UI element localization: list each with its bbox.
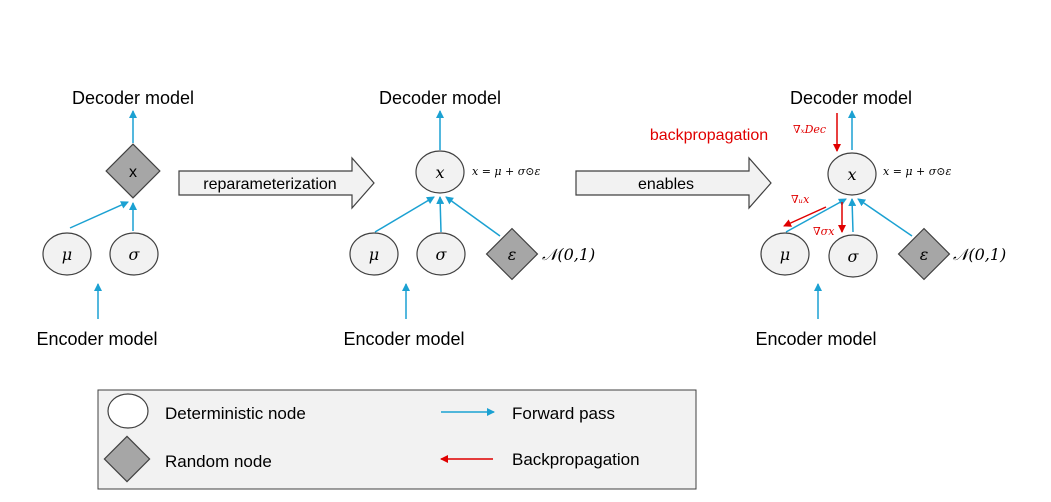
legend-forward-label: Forward pass bbox=[512, 404, 615, 423]
legend: Deterministic node Random node Forward p… bbox=[97, 389, 697, 490]
right-encoder-label: Encoder model bbox=[755, 329, 876, 349]
right-node-mu bbox=[760, 232, 810, 276]
right-arrow-sigma-to-x bbox=[848, 198, 857, 233]
right-node-eps-label: ε bbox=[920, 245, 929, 264]
middle-node-mu-label: μ bbox=[369, 245, 379, 264]
right-node-x bbox=[827, 152, 877, 196]
left-node-mu bbox=[42, 232, 92, 276]
middle-arrow-sigma-to-x bbox=[436, 196, 445, 233]
right-equation: x = μ + σ⊙ε bbox=[883, 165, 951, 178]
left-decoder-label: Decoder model bbox=[72, 88, 194, 108]
panel-left: Decoder model x μ σ Encoder model bbox=[36, 88, 194, 349]
middle-decoder-label: Decoder model bbox=[379, 88, 501, 108]
left-node-mu-label: μ bbox=[62, 245, 72, 264]
block-arrow-reparameterization: reparameterization bbox=[178, 156, 375, 210]
right-grad-mu-label: ∇ᵤx bbox=[791, 193, 810, 206]
left-node-sigma-label: σ bbox=[129, 245, 141, 264]
middle-node-sigma-label: σ bbox=[436, 245, 448, 264]
right-node-mu-label: μ bbox=[780, 245, 790, 264]
right-node-sigma-label: σ bbox=[848, 247, 860, 266]
right-arrow-eps-to-x bbox=[857, 198, 913, 237]
block-arrow-enables: enables bbox=[575, 156, 772, 210]
legend-random-node-icon bbox=[103, 435, 151, 483]
legend-box bbox=[97, 389, 697, 490]
right-decoder-label: Decoder model bbox=[790, 88, 912, 108]
right-backprop-label: backpropagation bbox=[650, 127, 768, 144]
legend-backprop-label: Backpropagation bbox=[512, 450, 640, 469]
legend-random-label: Random node bbox=[165, 452, 272, 471]
middle-arrow-mu-to-x bbox=[374, 196, 435, 233]
panel-right: Decoder model backpropagation ∇ₓDec x x … bbox=[650, 88, 1006, 349]
left-node-x-label: x bbox=[129, 164, 137, 181]
middle-node-mu bbox=[349, 232, 399, 276]
left-encoder-label: Encoder model bbox=[36, 329, 157, 349]
panel-middle: Decoder model x x = μ + σ⊙ε μ σ ε 𝒩(0,1)… bbox=[343, 88, 595, 349]
right-grad-sigma-label: ∇σx bbox=[813, 225, 835, 238]
middle-node-x bbox=[415, 150, 465, 194]
enables-label: enables bbox=[638, 176, 694, 193]
reparameterization-label: reparameterization bbox=[203, 176, 336, 193]
left-arrow-mu-to-x bbox=[69, 201, 129, 229]
right-backprop-arrow-mu bbox=[783, 206, 827, 227]
right-node-sigma bbox=[828, 234, 878, 278]
right-node-x-label: x bbox=[847, 165, 856, 184]
middle-equation: x = μ + σ⊙ε bbox=[472, 165, 540, 178]
right-random-node-eps bbox=[897, 227, 951, 281]
middle-random-node-eps bbox=[485, 227, 539, 281]
left-node-sigma bbox=[109, 232, 159, 276]
middle-encoder-label: Encoder model bbox=[343, 329, 464, 349]
middle-distribution: 𝒩(0,1) bbox=[542, 245, 595, 264]
middle-node-eps-label: ε bbox=[508, 245, 517, 264]
middle-node-x-label: x bbox=[435, 163, 444, 182]
middle-arrow-eps-to-x bbox=[445, 196, 501, 237]
right-arrow-mu-to-x bbox=[785, 198, 847, 233]
right-distribution: 𝒩(0,1) bbox=[953, 245, 1006, 264]
legend-deterministic-label: Deterministic node bbox=[165, 404, 306, 423]
right-grad-dec-label: ∇ₓDec bbox=[793, 123, 826, 136]
legend-deterministic-node-icon bbox=[107, 393, 149, 429]
middle-node-sigma bbox=[416, 232, 466, 276]
left-random-node-x bbox=[105, 143, 161, 199]
